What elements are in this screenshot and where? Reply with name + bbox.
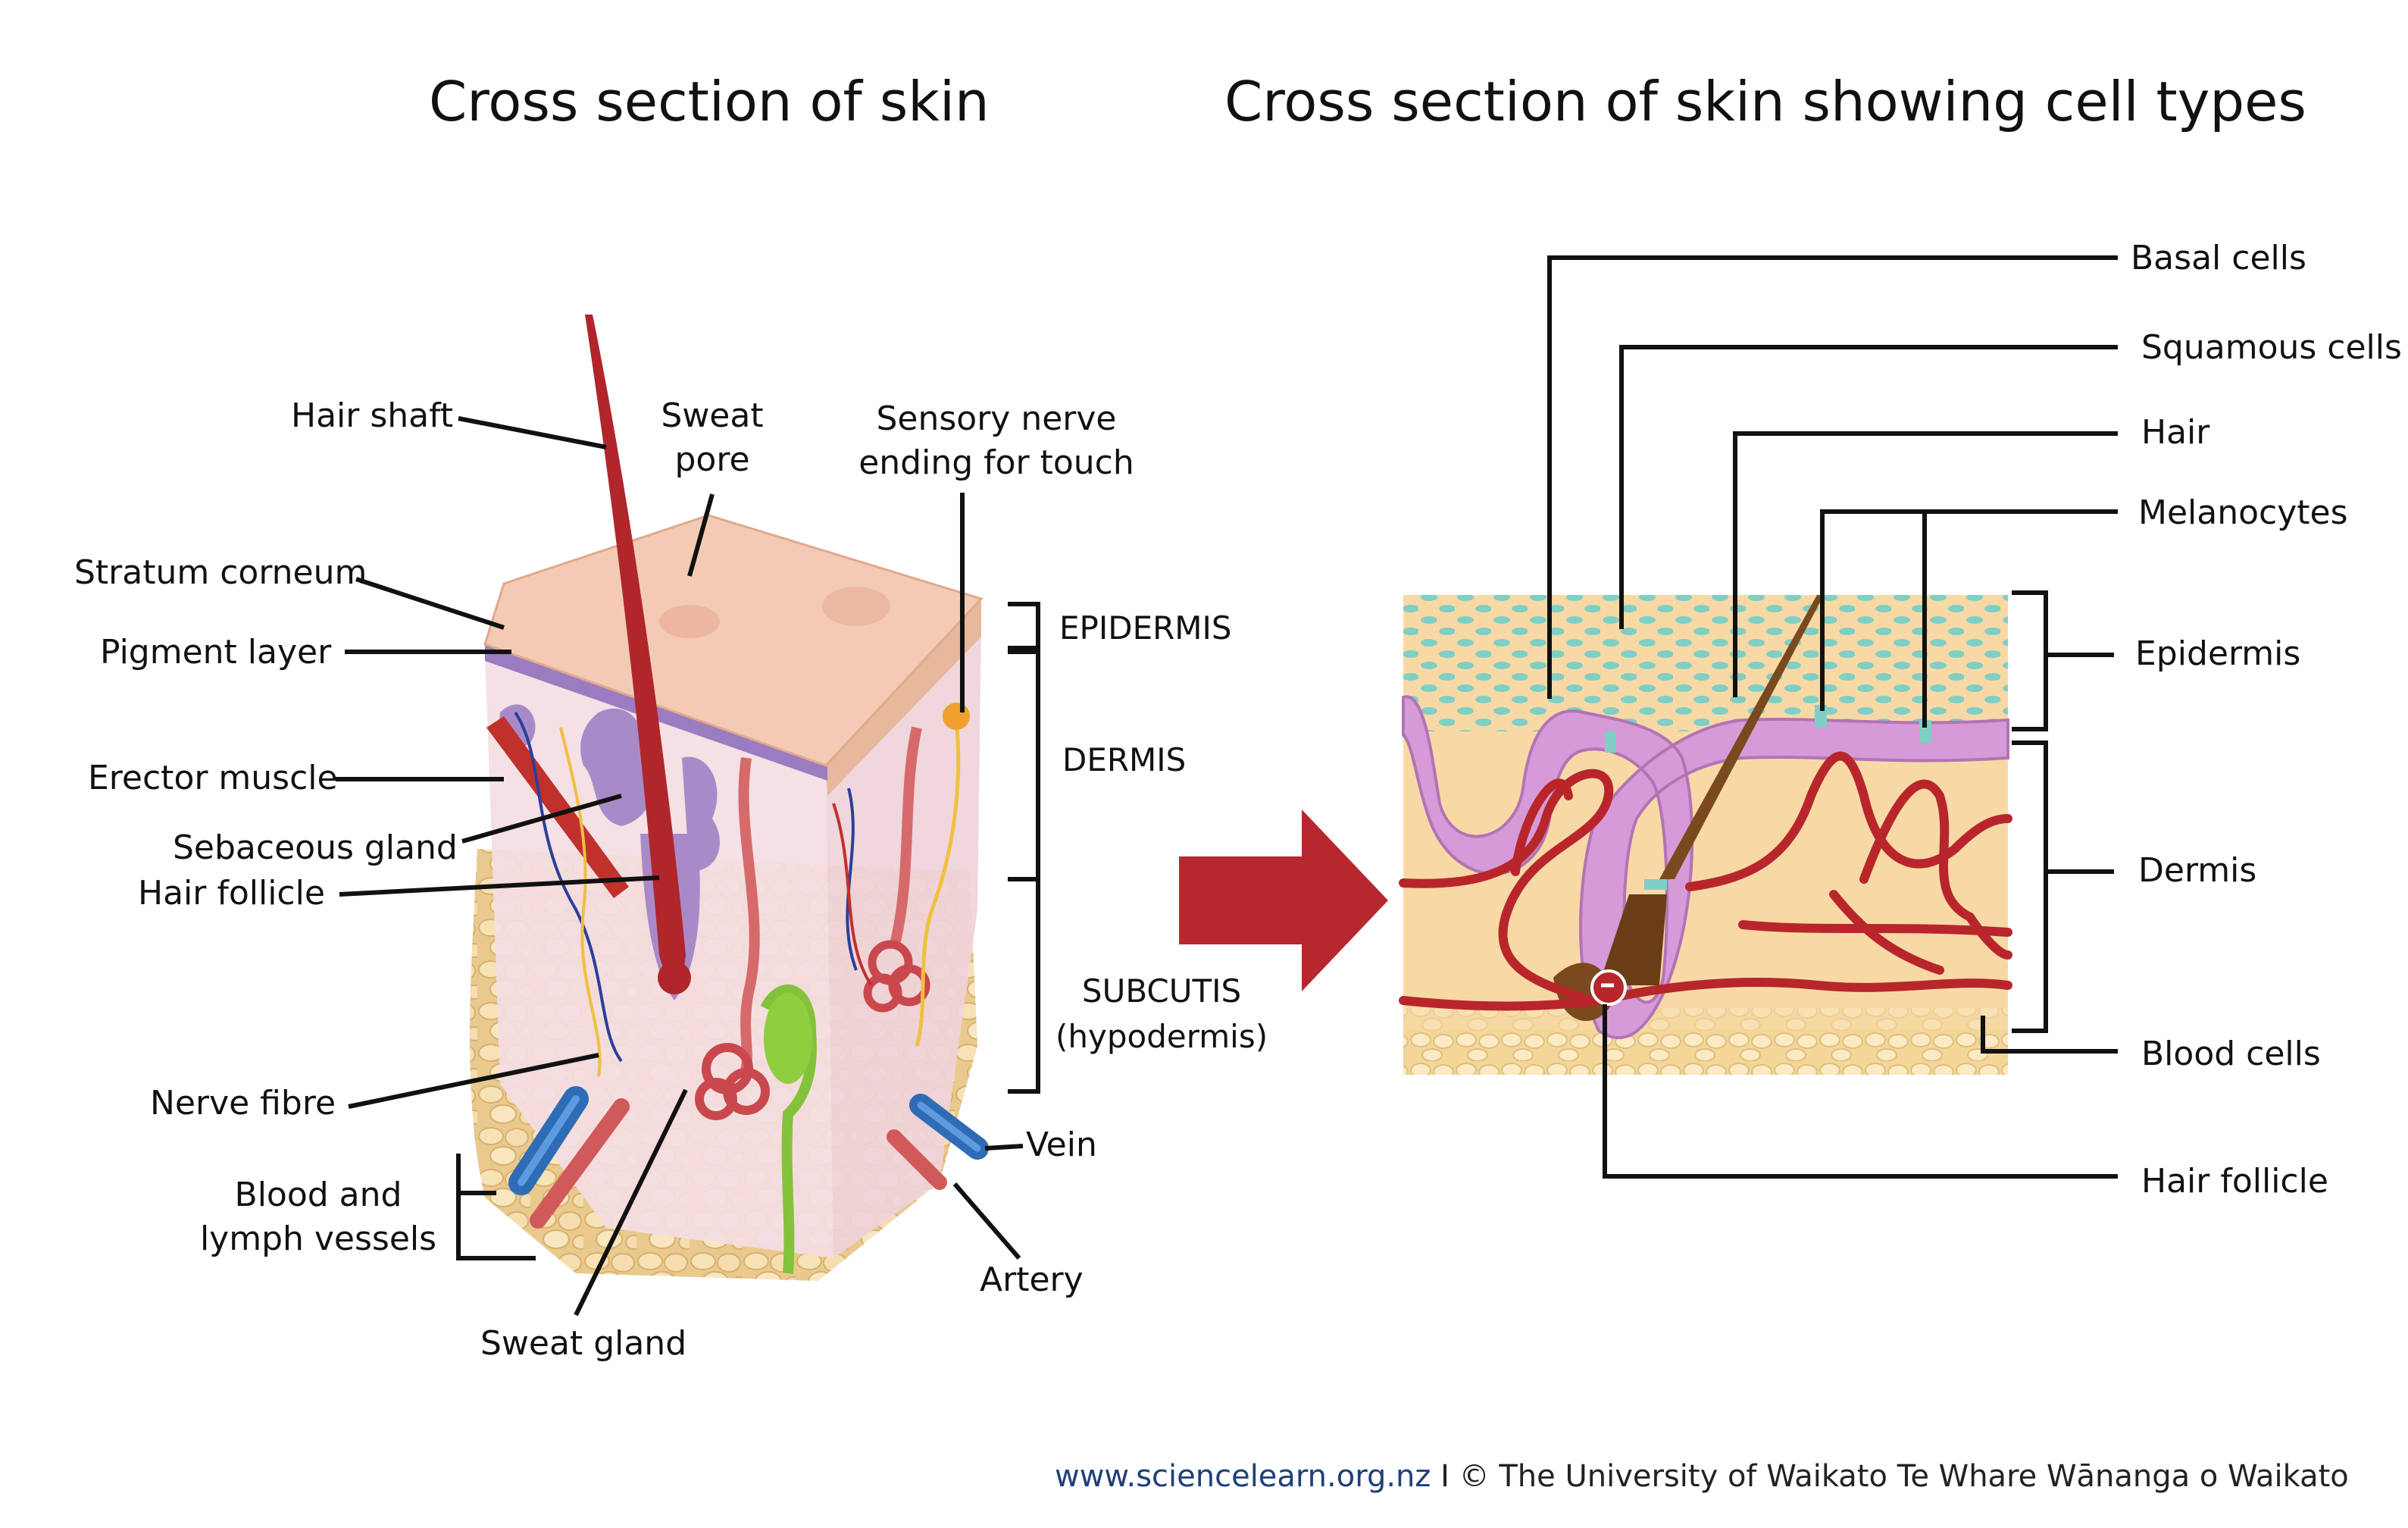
label-epidermis-right: Epidermis [2135, 634, 2301, 673]
sweat-duct [737, 756, 760, 1080]
right-layer-brackets [2012, 590, 2114, 1033]
label-nerve-fibre: Nerve fibre [150, 1084, 336, 1123]
label-hair-follicle-right: Hair follicle [2141, 1162, 2328, 1201]
label-blood-lymph: Blood and lymph vessels [197, 1173, 439, 1261]
label-sweat-pore-line1: Sweat [661, 396, 764, 435]
label-blood-line2: lymph vessels [199, 1220, 437, 1258]
hair-strand [1659, 595, 1824, 879]
label-erector-muscle: Erector muscle [88, 759, 338, 797]
green-gland [760, 985, 817, 1274]
label-hair: Hair [2141, 413, 2210, 452]
left-title: Cross section of skin [429, 70, 990, 133]
label-basal-cells: Basal cells [2131, 239, 2306, 277]
layer-subcutis-line1: SUBCUTIS [1081, 972, 1242, 1010]
blood-cell-dot [1590, 969, 1627, 1006]
label-hair-follicle-left: Hair follicle [138, 874, 325, 913]
left-leader-lines [336, 416, 1024, 1317]
label-sensory-line1: Sensory nerve [876, 399, 1117, 438]
label-blood-line1: Blood and [234, 1176, 402, 1214]
right-leader-lines [1547, 255, 2118, 1179]
dermis-side [826, 622, 981, 1258]
left-layer-brackets [1008, 602, 1040, 1094]
label-artery: Artery [980, 1260, 1084, 1299]
label-squamous-cells: Squamous cells [2141, 328, 2402, 367]
label-sensory-line2: ending for touch [858, 443, 1134, 482]
label-sweat-gland: Sweat gland [480, 1324, 687, 1363]
sweat-gland-coil [695, 1043, 770, 1120]
layer-subcutis: SUBCUTIS (hypodermis) [1055, 969, 1268, 1060]
label-sweat-pore: Sweat pore [644, 394, 780, 482]
label-sebaceous-gland: Sebaceous gland [173, 828, 458, 867]
squamous-layer [1403, 595, 2008, 731]
label-pigment-layer: Pigment layer [100, 633, 332, 672]
label-vein: Vein [1026, 1126, 1097, 1164]
label-blood-cells: Blood cells [2141, 1035, 2321, 1073]
artery-left [530, 1098, 630, 1229]
layer-dermis: DERMIS [1062, 741, 1187, 778]
transition-arrow [1179, 809, 1388, 991]
credit-footer: www.sciencelearn.org.nz I © The Universi… [1055, 1459, 2349, 1494]
footer-url[interactable]: www.sciencelearn.org.nz [1055, 1459, 1431, 1494]
erector-muscle-shape [486, 716, 629, 898]
skin-top [483, 514, 984, 767]
layer-subcutis-line2: (hypodermis) [1055, 1018, 1268, 1055]
artery-right [887, 1129, 947, 1190]
footer-separator: I [1440, 1459, 1449, 1494]
footer-copyright: © The University of Waikato Te Whare Wān… [1459, 1459, 2349, 1494]
label-sensory-nerve: Sensory nerve ending for touch [845, 397, 1148, 485]
label-dermis-right: Dermis [2138, 851, 2257, 890]
sebaceous-gland [580, 708, 652, 826]
epidermis-side [826, 599, 981, 796]
label-stratum-corneum: Stratum corneum [74, 553, 367, 592]
right-title: Cross section of skin showing cell types [1224, 70, 2306, 133]
label-hair-shaft: Hair shaft [291, 396, 454, 435]
cell-diagram [1399, 595, 2012, 1075]
skin-block [470, 315, 989, 1281]
hair-shaft-shape [585, 315, 686, 981]
layer-epidermis: EPIDERMIS [1059, 609, 1232, 647]
blood-vessels [1399, 751, 2012, 1011]
label-sweat-pore-line2: pore [674, 440, 750, 479]
label-melanocytes: Melanocytes [2138, 493, 2348, 532]
